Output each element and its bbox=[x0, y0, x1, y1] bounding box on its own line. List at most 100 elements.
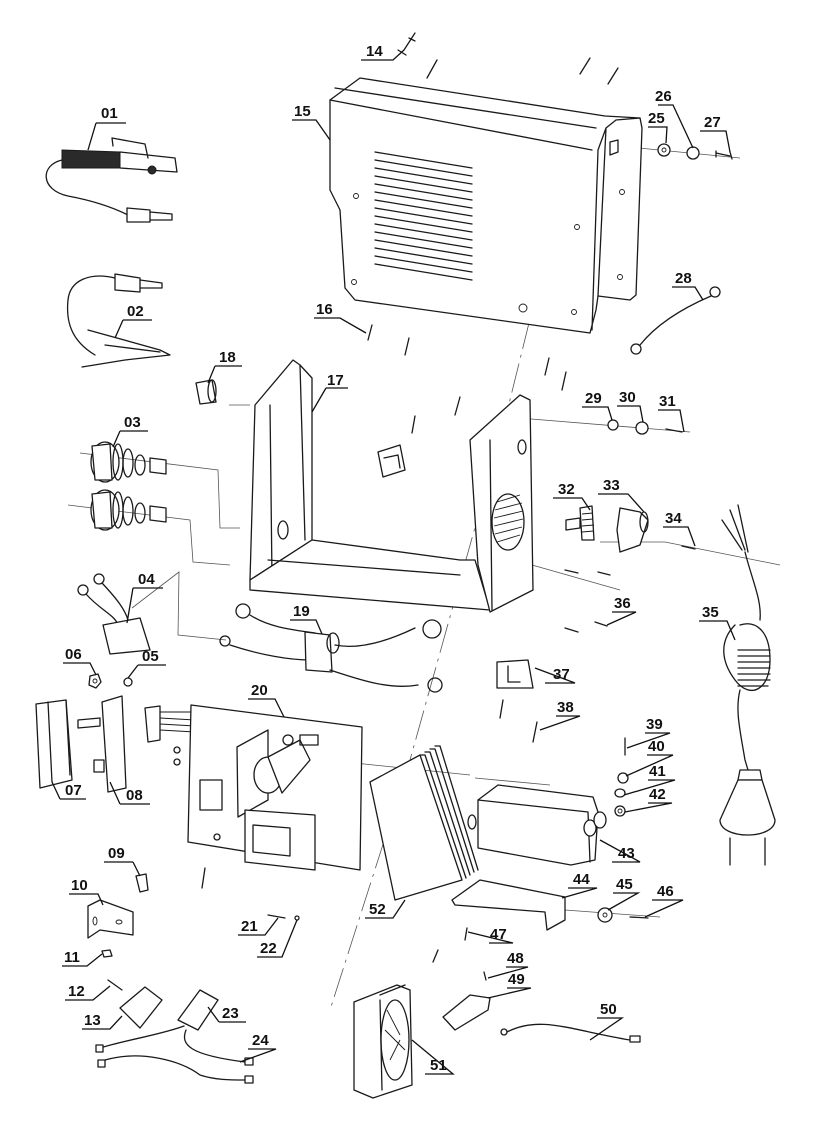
part-15-housing-cover[interactable] bbox=[329, 77, 643, 334]
part-28-ground-wire[interactable] bbox=[630, 286, 721, 355]
callout-44: 44 bbox=[561, 871, 598, 899]
callout-18: 18 bbox=[207, 349, 242, 384]
part-32-power-switch[interactable] bbox=[565, 505, 595, 541]
part-52-heat-sink[interactable] bbox=[369, 745, 479, 901]
part-45-nut[interactable] bbox=[597, 907, 613, 923]
callout-28: 28 bbox=[672, 270, 704, 301]
callout-11: 11 bbox=[62, 949, 103, 967]
part-51-cooling-fan[interactable] bbox=[353, 984, 413, 1099]
part-number-label: 20 bbox=[251, 682, 268, 699]
part-35-mains-cable[interactable] bbox=[719, 504, 776, 866]
part-36-screws[interactable] bbox=[564, 569, 611, 633]
part-41-washer[interactable] bbox=[614, 788, 626, 798]
part-03-output-sockets[interactable] bbox=[90, 441, 167, 531]
leader-line bbox=[104, 861, 141, 877]
part-19-output-cables[interactable] bbox=[219, 603, 443, 693]
part-44-mounting-bracket[interactable] bbox=[451, 879, 566, 931]
part-02-earth-clamp[interactable] bbox=[66, 273, 171, 368]
part-27-screw[interactable] bbox=[715, 150, 733, 160]
part-31-screw[interactable] bbox=[665, 428, 683, 433]
part-11-nut[interactable] bbox=[101, 949, 113, 958]
leader-line bbox=[648, 126, 668, 144]
leader-line bbox=[51, 781, 86, 800]
part-05-washer[interactable] bbox=[123, 677, 133, 687]
part-21-screw[interactable] bbox=[267, 914, 286, 919]
leader-line bbox=[607, 892, 641, 911]
part-number-label: 43 bbox=[618, 845, 635, 862]
part-14-screws[interactable] bbox=[397, 32, 619, 85]
part-08-pot-board[interactable] bbox=[77, 695, 196, 793]
part-number-label: 41 bbox=[649, 763, 666, 780]
part-number-label: 37 bbox=[553, 666, 570, 683]
callout-19: 19 bbox=[290, 603, 323, 635]
part-number-label: 03 bbox=[124, 414, 141, 431]
leader-line bbox=[534, 667, 576, 684]
part-number-label: 29 bbox=[585, 390, 602, 407]
leader-line bbox=[109, 781, 150, 805]
part-20-main-pcb[interactable] bbox=[173, 704, 363, 871]
callout-32: 32 bbox=[553, 481, 591, 511]
leader-line bbox=[62, 953, 103, 967]
part-22-washer[interactable] bbox=[294, 915, 300, 921]
leader-line bbox=[589, 1017, 625, 1041]
part-number-label: 07 bbox=[65, 782, 82, 799]
leader-line bbox=[112, 430, 148, 448]
callout-39: 39 bbox=[626, 716, 671, 749]
callout-45: 45 bbox=[607, 876, 641, 911]
part-33-strain-relief[interactable] bbox=[616, 507, 649, 553]
part-16-screws[interactable] bbox=[367, 324, 567, 434]
part-09-bolt[interactable] bbox=[135, 873, 149, 893]
leader-line bbox=[82, 1015, 123, 1030]
part-48-pin[interactable] bbox=[483, 971, 487, 981]
part-40-spring-washer[interactable] bbox=[617, 772, 629, 784]
part-30-washer[interactable] bbox=[635, 421, 649, 435]
vent-slots bbox=[374, 151, 473, 281]
part-46-screw[interactable] bbox=[629, 916, 649, 919]
part-38-screws[interactable] bbox=[499, 699, 538, 743]
leader-line bbox=[87, 122, 126, 151]
leader-line bbox=[314, 317, 367, 334]
part-number-label: 45 bbox=[616, 876, 633, 893]
part-43-transformer[interactable] bbox=[467, 784, 607, 866]
part-number-label: 31 bbox=[659, 393, 676, 410]
part-29-nut[interactable] bbox=[607, 419, 619, 431]
leader-line bbox=[257, 919, 298, 958]
part-12-screw[interactable] bbox=[107, 979, 123, 991]
part-10-bracket[interactable] bbox=[87, 899, 134, 939]
part-50-connection-wire[interactable] bbox=[500, 1023, 641, 1043]
part-37-cable-clamp[interactable] bbox=[496, 659, 534, 689]
part-47-screws[interactable] bbox=[432, 927, 468, 963]
callout-34: 34 bbox=[663, 510, 696, 547]
part-06-nut[interactable] bbox=[88, 673, 102, 689]
callout-30: 30 bbox=[617, 389, 644, 423]
part-01-electrode-holder[interactable] bbox=[45, 137, 178, 223]
part-24-sensor-cable[interactable] bbox=[95, 1025, 254, 1084]
part-number-label: 06 bbox=[65, 646, 82, 663]
leader-line bbox=[561, 887, 598, 899]
leader-line bbox=[238, 917, 279, 936]
part-07-front-panel[interactable] bbox=[35, 699, 73, 789]
part-18-grommet[interactable] bbox=[195, 379, 217, 405]
leader-line bbox=[114, 319, 152, 339]
part-20-screw[interactable] bbox=[201, 867, 206, 889]
part-23-thermal-sensor[interactable] bbox=[177, 989, 219, 1031]
part-number-label: 32 bbox=[558, 481, 575, 498]
part-number-label: 18 bbox=[219, 349, 236, 366]
leader-line bbox=[292, 119, 331, 141]
callout-27: 27 bbox=[700, 114, 731, 153]
callout-47: 47 bbox=[467, 926, 514, 944]
leader-line bbox=[672, 286, 704, 301]
part-26-washer[interactable] bbox=[686, 146, 700, 160]
part-13-clip[interactable] bbox=[119, 986, 163, 1029]
part-42-nut[interactable] bbox=[614, 805, 626, 817]
part-34-screw[interactable] bbox=[681, 545, 696, 550]
leader-line bbox=[487, 966, 529, 979]
part-17-chassis-frame[interactable] bbox=[249, 359, 534, 613]
part-number-label: 10 bbox=[71, 877, 88, 894]
part-25-nut[interactable] bbox=[657, 143, 671, 157]
part-49-bracket[interactable] bbox=[442, 994, 491, 1031]
leader-line bbox=[126, 587, 163, 624]
part-number-label: 22 bbox=[260, 940, 277, 957]
part-number-label: 08 bbox=[126, 787, 143, 804]
callout-25: 25 bbox=[648, 110, 668, 144]
